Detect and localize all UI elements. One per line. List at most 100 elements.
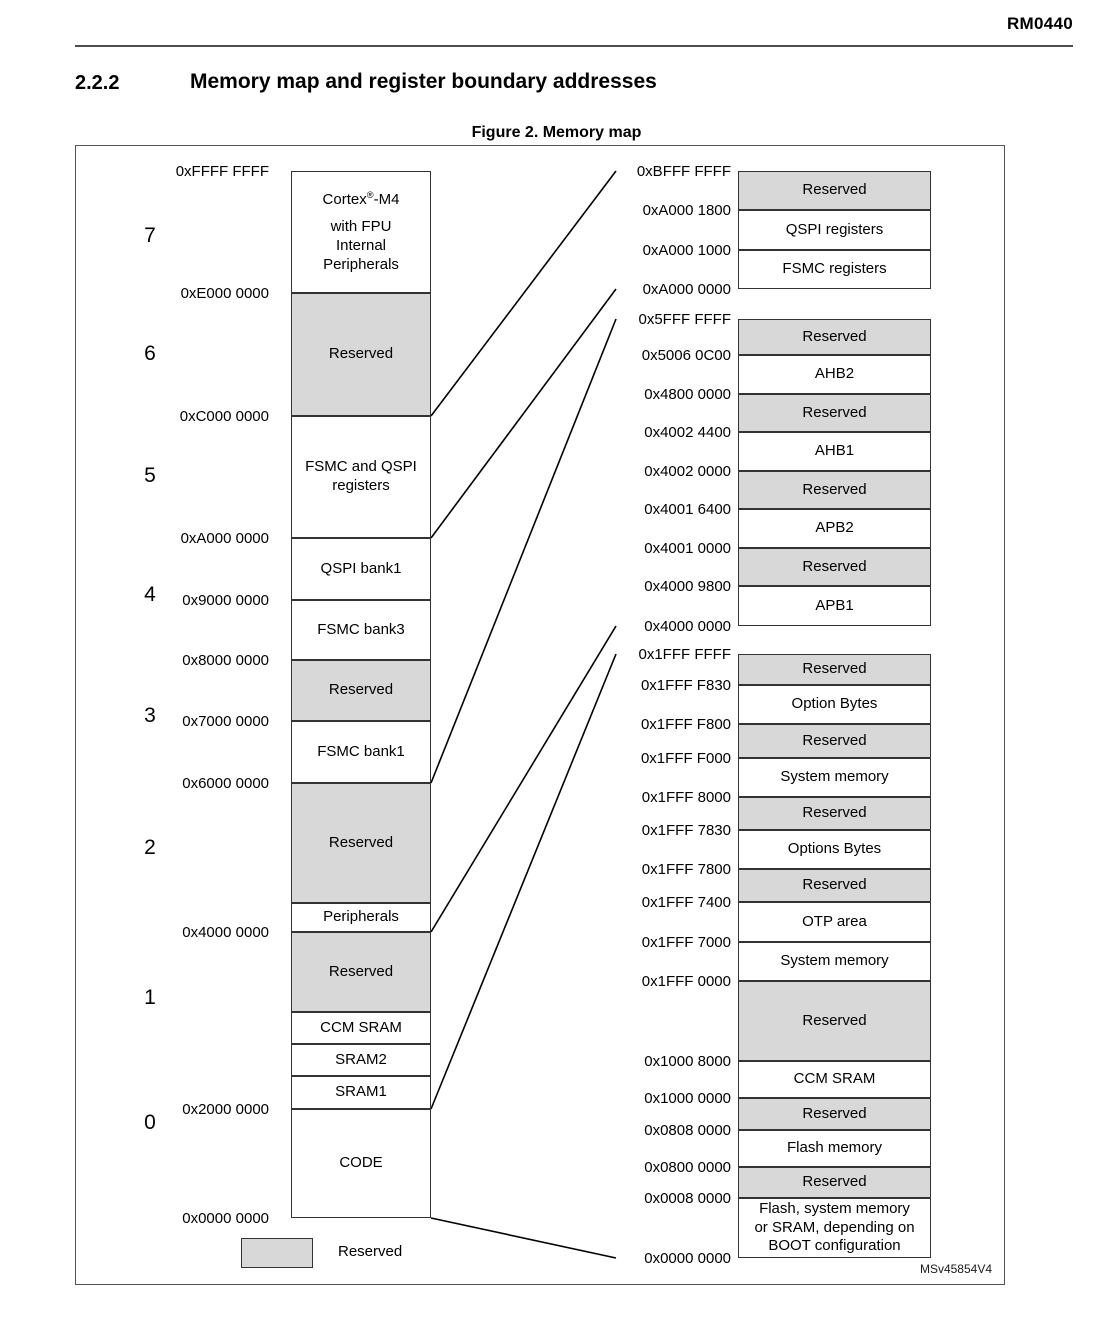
boot-line-2: or SRAM, depending on	[754, 1218, 915, 1236]
right-g3-block-reserved-2: Reserved	[738, 724, 931, 758]
left-block-reserved-3: Reserved	[291, 783, 431, 903]
right-g2-address-0x48000000: 0x4800 0000	[644, 386, 731, 403]
sector-label-7: 7	[144, 224, 156, 247]
right-g2-address-0x40010000: 0x4001 0000	[644, 540, 731, 557]
left-address-0x00000000: 0x0000 0000	[182, 1210, 269, 1227]
right-g3-address-0x1FFF7830: 0x1FFF 7830	[641, 822, 731, 839]
left-block-fsmc-qspi-registers: FSMC and QSPI registers	[291, 416, 431, 538]
sector-label-3: 3	[144, 704, 156, 727]
sector-label-1: 1	[144, 986, 156, 1009]
left-block-sram2: SRAM2	[291, 1044, 431, 1076]
left-address-0xE0000000: 0xE000 0000	[180, 285, 269, 302]
left-address-0x70000000: 0x7000 0000	[182, 713, 269, 730]
memory-map-figure: 7 6 5 4 3 2 1 0 Cortex®-M4 with FPU Inte…	[75, 145, 1005, 1285]
left-address-0x90000000: 0x9000 0000	[182, 592, 269, 609]
right-g2-block-ahb2: AHB2	[738, 355, 931, 394]
sector-label-0: 0	[144, 1111, 156, 1134]
left-block-reserved-4: Reserved	[291, 932, 431, 1012]
right-g3-block-reserved-3: Reserved	[738, 797, 931, 830]
right-g1-block-fsmc-registers: FSMC registers	[738, 250, 931, 289]
left-address-0x60000000: 0x6000 0000	[182, 775, 269, 792]
left-block-code: CODE	[291, 1109, 431, 1218]
right-g2-address-0x40020000: 0x4002 0000	[644, 463, 731, 480]
right-g3-address-0x00000000: 0x0000 0000	[644, 1250, 731, 1267]
legend-label-reserved: Reserved	[338, 1243, 403, 1260]
sector-label-6: 6	[144, 342, 156, 365]
right-g3-address-0x1FFF8000: 0x1FFF 8000	[641, 789, 731, 806]
right-g1-address-0xA0001800: 0xA000 1800	[642, 202, 731, 219]
right-g1-address-0xA0000000: 0xA000 0000	[642, 281, 731, 298]
sector-label-2: 2	[144, 836, 156, 859]
right-g3-address-0x08080000: 0x0808 0000	[644, 1122, 731, 1139]
right-g3-address-0x1FFFF800: 0x1FFF F800	[640, 716, 731, 733]
right-g3-address-0x10000000: 0x1000 0000	[644, 1090, 731, 1107]
left-block-cortex-line1: Cortex®-M4	[322, 189, 400, 208]
left-block-fsmc-bank1: FSMC bank1	[291, 721, 431, 783]
left-block-fsmc-bank3: FSMC bank3	[291, 600, 431, 660]
left-block-cortex-line4: Peripherals	[323, 255, 399, 273]
right-g2-block-reserved-4: Reserved	[738, 548, 931, 586]
right-g3-block-reserved-1: Reserved	[738, 654, 931, 685]
right-g1-address-0xA0001000: 0xA000 1000	[642, 242, 731, 259]
right-g3-block-reserved-6: Reserved	[738, 1098, 931, 1130]
right-g3-block-boot-configuration: Flash, system memory or SRAM, depending …	[738, 1198, 931, 1258]
left-block-qspi-bank1: QSPI bank1	[291, 538, 431, 600]
boot-line-3: BOOT configuration	[768, 1237, 901, 1255]
right-g3-block-flash-memory: Flash memory	[738, 1130, 931, 1167]
figure-caption: Figure 2. Memory map	[471, 124, 642, 141]
left-block-reserved-1: Reserved	[291, 293, 431, 416]
right-g2-address-0x50060C00: 0x5006 0C00	[641, 347, 731, 364]
left-address-0x20000000: 0x2000 0000	[182, 1101, 269, 1118]
right-g3-block-reserved-7: Reserved	[738, 1167, 931, 1198]
right-g1-block-qspi-registers: QSPI registers	[738, 210, 931, 250]
right-g3-block-otp-area: OTP area	[738, 902, 931, 942]
left-block-ccm-sram: CCM SRAM	[291, 1012, 431, 1044]
left-address-0x80000000: 0x8000 0000	[182, 652, 269, 669]
right-g1-address-0xBFFFFFFF: 0xBFFF FFFF	[636, 163, 731, 180]
right-g3-block-options-bytes-2: Options Bytes	[738, 830, 931, 869]
left-address-0xFFFFFFFF: 0xFFFF FFFF	[175, 163, 269, 180]
sector-label-5: 5	[144, 464, 156, 487]
right-g3-address-0x1FFFF000: 0x1FFF F000	[640, 750, 731, 767]
header-divider	[75, 45, 1073, 47]
right-g3-address-0x1FFF7000: 0x1FFF 7000	[641, 934, 731, 951]
left-address-0xA0000000: 0xA000 0000	[180, 530, 269, 547]
right-g2-block-apb1: APB1	[738, 586, 931, 626]
left-block-reserved-2: Reserved	[291, 660, 431, 721]
left-block-cortex-line3: Internal	[335, 237, 387, 254]
right-g1-block-reserved: Reserved	[738, 171, 931, 210]
right-g2-address-0x40024400: 0x4002 4400	[644, 424, 731, 441]
right-g3-address-0x1FFFF830: 0x1FFF F830	[640, 677, 731, 694]
right-g2-address-0x40009800: 0x4000 9800	[644, 578, 731, 595]
right-g2-block-reserved-2: Reserved	[738, 394, 931, 432]
right-g2-block-ahb1: AHB1	[738, 432, 931, 471]
right-g3-address-0x08000000: 0x0800 0000	[644, 1159, 731, 1176]
right-g3-block-reserved-5: Reserved	[738, 981, 931, 1061]
right-g2-address-0x40016400: 0x4001 6400	[644, 501, 731, 518]
figure-watermark: MSv45854V4	[919, 1262, 992, 1276]
right-g2-block-apb2: APB2	[738, 509, 931, 548]
right-g2-block-reserved-3: Reserved	[738, 471, 931, 509]
right-g3-address-0x10008000: 0x1000 8000	[644, 1053, 731, 1070]
registered-mark-icon: ®	[366, 189, 374, 200]
right-g2-block-reserved-1: Reserved	[738, 319, 931, 355]
right-g3-block-system-memory-1: System memory	[738, 758, 931, 797]
right-g3-block-ccm-sram: CCM SRAM	[738, 1061, 931, 1098]
section-number: 2.2.2	[75, 72, 120, 94]
right-g3-address-0x1FFF7400: 0x1FFF 7400	[641, 894, 731, 911]
left-block-peripherals: Peripherals	[291, 903, 431, 932]
left-address-0xC0000000: 0xC000 0000	[179, 408, 269, 425]
right-g3-block-system-memory-2: System memory	[738, 942, 931, 981]
right-g3-address-0x1FFF0000: 0x1FFF 0000	[641, 973, 731, 990]
document-id: RM0440	[1006, 14, 1073, 33]
right-g3-address-0x00080000: 0x0008 0000	[644, 1190, 731, 1207]
left-block-sram1: SRAM1	[291, 1076, 431, 1109]
right-g3-address-0x1FFFFFFF: 0x1FFF FFFF	[638, 646, 732, 663]
left-block-cortex: Cortex®-M4 with FPU Internal Peripherals	[291, 171, 431, 293]
left-address-0x40000000: 0x4000 0000	[182, 924, 269, 941]
left-block-cortex-line2: with FPU	[330, 218, 392, 236]
sector-label-4: 4	[144, 583, 156, 606]
legend-swatch-reserved	[241, 1238, 313, 1268]
right-g2-address-0x40000000: 0x4000 0000	[644, 618, 731, 635]
right-g2-address-0x5FFFFFFF: 0x5FFF FFFF	[638, 311, 732, 328]
